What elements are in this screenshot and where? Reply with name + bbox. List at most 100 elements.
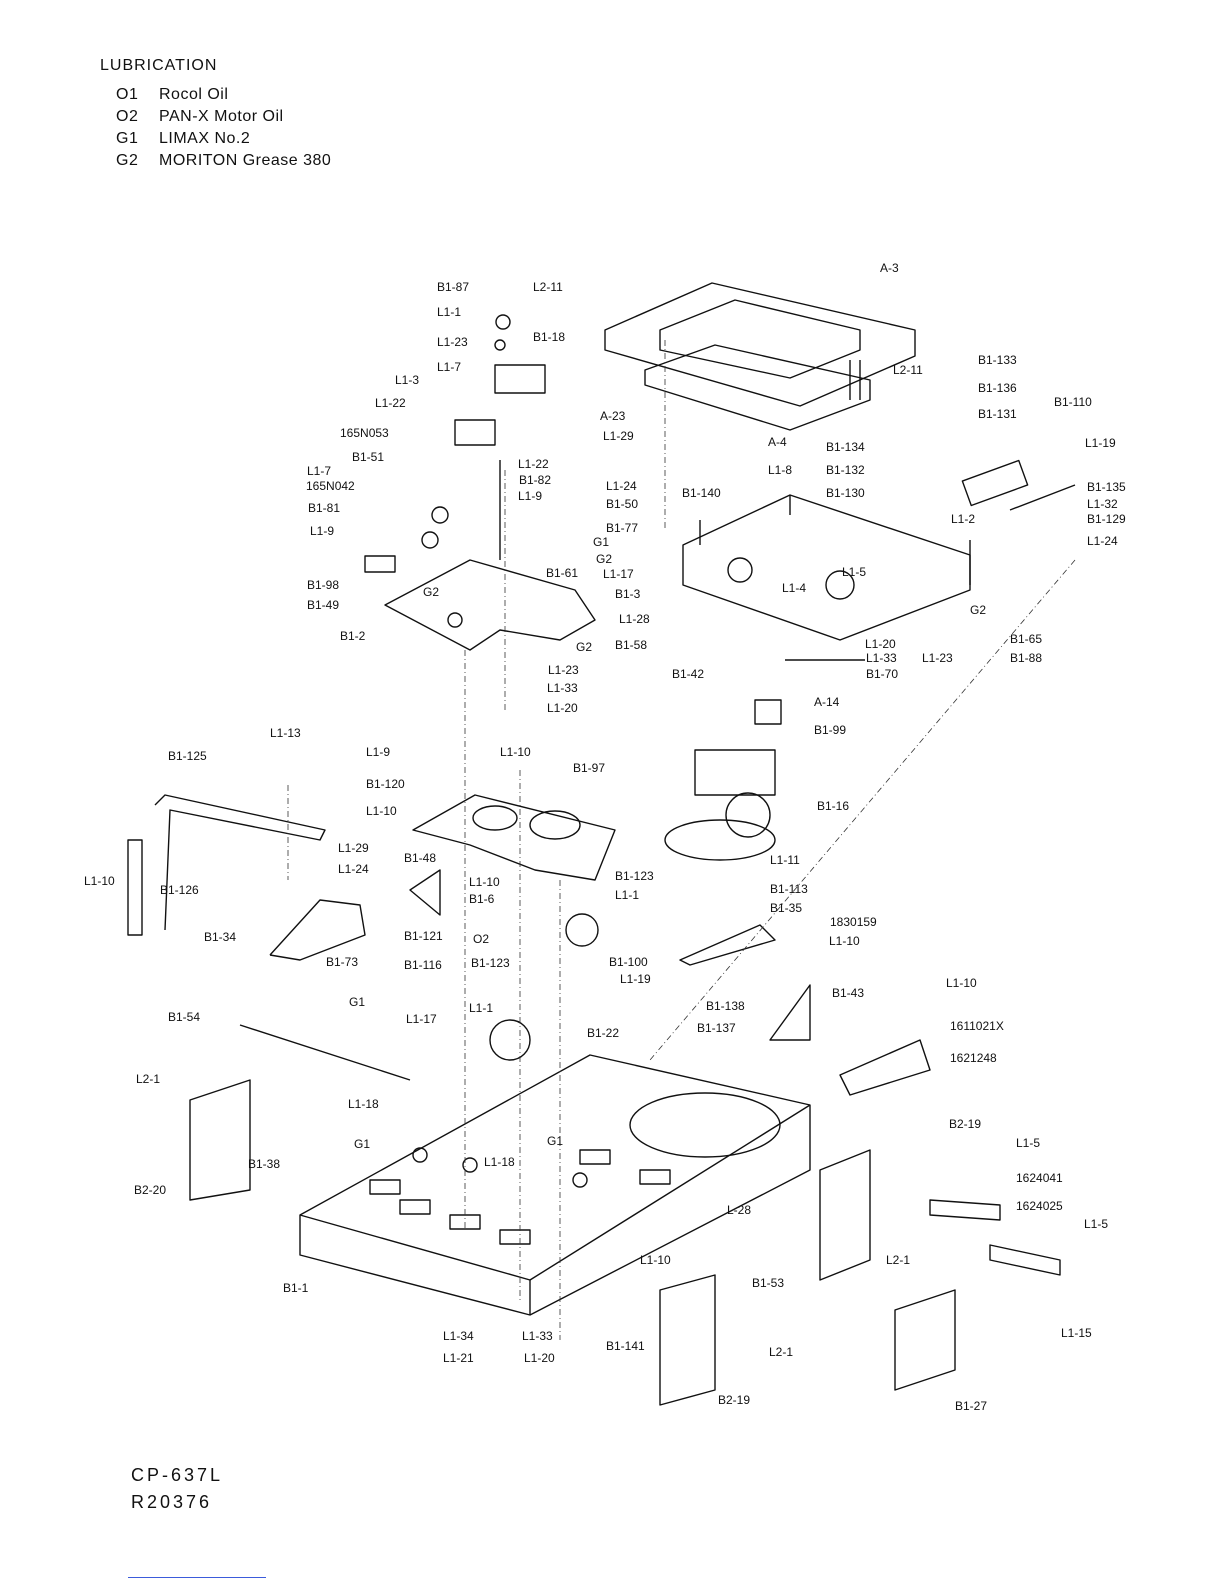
part-callout-b1-73: B1-73 [326,955,358,969]
part-callout-l1-2: L1-2 [951,512,975,526]
part-callout-b1-6: B1-6 [469,892,495,906]
part-callout-l1-10: L1-10 [500,745,531,759]
part-callout-l1-29: L1-29 [338,841,369,855]
part-callout-b1-121: B1-121 [404,929,443,943]
part-callout-l1-19: L1-19 [620,972,651,986]
part-callout-g2: G2 [576,640,592,654]
part-callout-b1-35: B1-35 [770,901,802,915]
part-callout-l1-1: L1-1 [437,305,461,319]
part-callout-1830159: 1830159 [830,915,877,929]
part-callout-1611021x: 1611021X [950,1019,1004,1033]
part-callout-b2-20: B2-20 [134,1183,166,1197]
part-callout-l1-20: L1-20 [547,701,578,715]
part-callout-l1-34: L1-34 [443,1329,474,1343]
part-callout-b2-19: B2-19 [949,1117,981,1131]
part-callout-l1-22: L1-22 [518,457,549,471]
part-callout-l1-33: L1-33 [866,651,897,665]
part-callout-b1-54: B1-54 [168,1010,200,1024]
upper-plate-part [364,314,596,651]
small-lever-part [989,1244,1061,1276]
lubricant-code: O2 [116,108,139,125]
lubrication-item: O2 PAN-X Motor Oil [116,108,284,126]
part-callout-l1-23: L1-23 [548,663,579,677]
part-callout-b1-2: B1-2 [340,629,366,643]
part-callout-g1: G1 [354,1137,370,1151]
side-bracket-part [894,1289,956,1391]
part-callout-b1-50: B1-50 [606,497,638,511]
part-callout-l1-24: L1-24 [1087,534,1118,548]
part-callout-b1-42: B1-42 [672,667,704,681]
part-callout-l1-1: L1-1 [469,1001,493,1015]
part-callout-b1-136: B1-136 [978,381,1017,395]
part-callout-g1: G1 [547,1134,563,1148]
part-callout-l1-17: L1-17 [406,1012,437,1026]
part-callout-l1-20: L1-20 [524,1351,555,1365]
part-callout-b1-135: B1-135 [1087,480,1126,494]
part-callout-b1-137: B1-137 [697,1021,736,1035]
assembly-guide-lines [287,340,1076,1340]
part-callout-l1-5: L1-5 [1084,1217,1108,1231]
part-callout-b1-140: B1-140 [682,486,721,500]
part-callout-b1-133: B1-133 [978,353,1017,367]
part-callout-o2: O2 [473,932,489,946]
small-lever-part [929,1199,1001,1221]
lubrication-item: O1 Rocol Oil [116,86,228,104]
part-callout-b1-123: B1-123 [471,956,510,970]
part-callout-l1-13: L1-13 [270,726,301,740]
part-callout-b1-132: B1-132 [826,463,865,477]
part-callout-g2: G2 [970,603,986,617]
part-callout-b1-77: B1-77 [606,521,638,535]
lubricant-code: O1 [116,86,139,103]
part-callout-l1-33: L1-33 [547,681,578,695]
part-callout-l1-29: L1-29 [603,429,634,443]
part-callout-g2: G2 [596,552,612,566]
lubricant-name: Rocol Oil [159,86,229,103]
part-callout-l1-8: L1-8 [768,463,792,477]
part-callout-l1-33: L1-33 [522,1329,553,1343]
part-callout-l1-5: L1-5 [842,565,866,579]
mid-plate-part [412,794,616,881]
part-callout-b1-53: B1-53 [752,1276,784,1290]
part-callout-l2-11: L2-11 [533,280,563,294]
lid-frame-part [604,282,916,431]
part-callout-b2-19: B2-19 [718,1393,750,1407]
part-callout-1624025: 1624025 [1016,1199,1063,1213]
part-callout-b1-38: B1-38 [248,1157,280,1171]
part-callout-b1-82: B1-82 [519,473,551,487]
part-callout-b1-49: B1-49 [307,598,339,612]
part-callout-l1-10: L1-10 [946,976,977,990]
part-callout-l1-19: L1-19 [1085,436,1116,450]
part-callout-l1-9: L1-9 [518,489,542,503]
part-callout-l1-23: L1-23 [437,335,468,349]
lubricant-name: MORITON Grease 380 [159,152,332,169]
part-callout-g1: G1 [593,535,609,549]
arm-part [269,899,366,961]
side-bracket-part [659,1274,716,1406]
side-bracket-part [189,1079,251,1201]
part-callout-b1-134: B1-134 [826,440,865,454]
part-callout-b1-22: B1-22 [587,1026,619,1040]
part-callout-165n042: 165N042 [306,479,355,493]
small-bracket-part [769,984,811,1041]
part-callout-b1-1: B1-1 [283,1281,309,1295]
lubricant-name: PAN-X Motor Oil [159,108,284,125]
part-callout-b1-97: B1-97 [573,761,605,775]
part-callout-l-28: L-28 [727,1203,751,1217]
model-number: CP-637L [131,1465,224,1485]
part-callout-a-14: A-14 [814,695,840,709]
part-callout-b1-123: B1-123 [615,869,654,883]
side-bracket-part [819,1149,871,1281]
part-callout-b1-34: B1-34 [204,930,236,944]
head-assembly-part [664,699,782,861]
part-callout-l1-11: L1-11 [770,853,800,867]
part-callout-l1-18: L1-18 [484,1155,515,1169]
part-callout-l1-9: L1-9 [310,524,334,538]
pulley-part [489,1019,531,1061]
part-callout-l1-17: L1-17 [603,567,634,581]
part-callout-l1-32: L1-32 [1087,497,1118,511]
part-callout-l1-24: L1-24 [338,862,369,876]
